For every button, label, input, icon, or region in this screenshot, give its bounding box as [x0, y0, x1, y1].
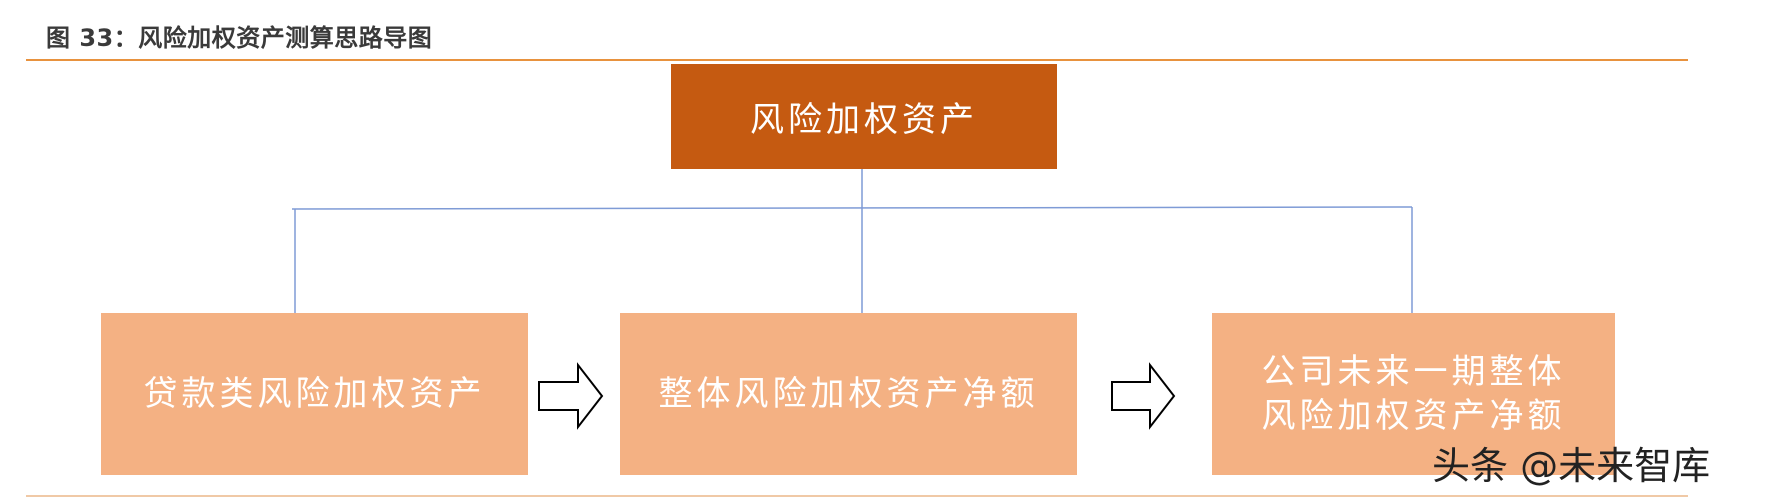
step-node-label-line-2: 风险加权资产净额 [1261, 396, 1566, 436]
figure-title: 图 33：风险加权资产测算思路导图 [46, 24, 433, 52]
title-divider [26, 59, 1688, 61]
step-node-label: 贷款类风险加权资产 [143, 373, 486, 414]
hollow-right-arrow-icon [1111, 362, 1176, 430]
step-node-future-rwa-net: 公司未来一期整体 风险加权资产净额 [1212, 313, 1615, 475]
watermark: 头条 @未来智库 [1432, 444, 1711, 488]
step-node-label: 整体风险加权资产净额 [658, 373, 1039, 414]
step-node-total-rwa-net: 整体风险加权资产净额 [620, 313, 1077, 475]
hollow-right-arrow-icon [538, 362, 604, 430]
root-node: 风险加权资产 [671, 64, 1057, 169]
root-node-label: 风险加权资产 [750, 100, 978, 140]
step-node-label-line-1: 公司未来一期整体 [1261, 351, 1566, 392]
step-node-loan-rwa: 贷款类风险加权资产 [101, 313, 528, 475]
branch-bar-line [291, 206, 1413, 210]
bottom-divider [26, 495, 1688, 497]
